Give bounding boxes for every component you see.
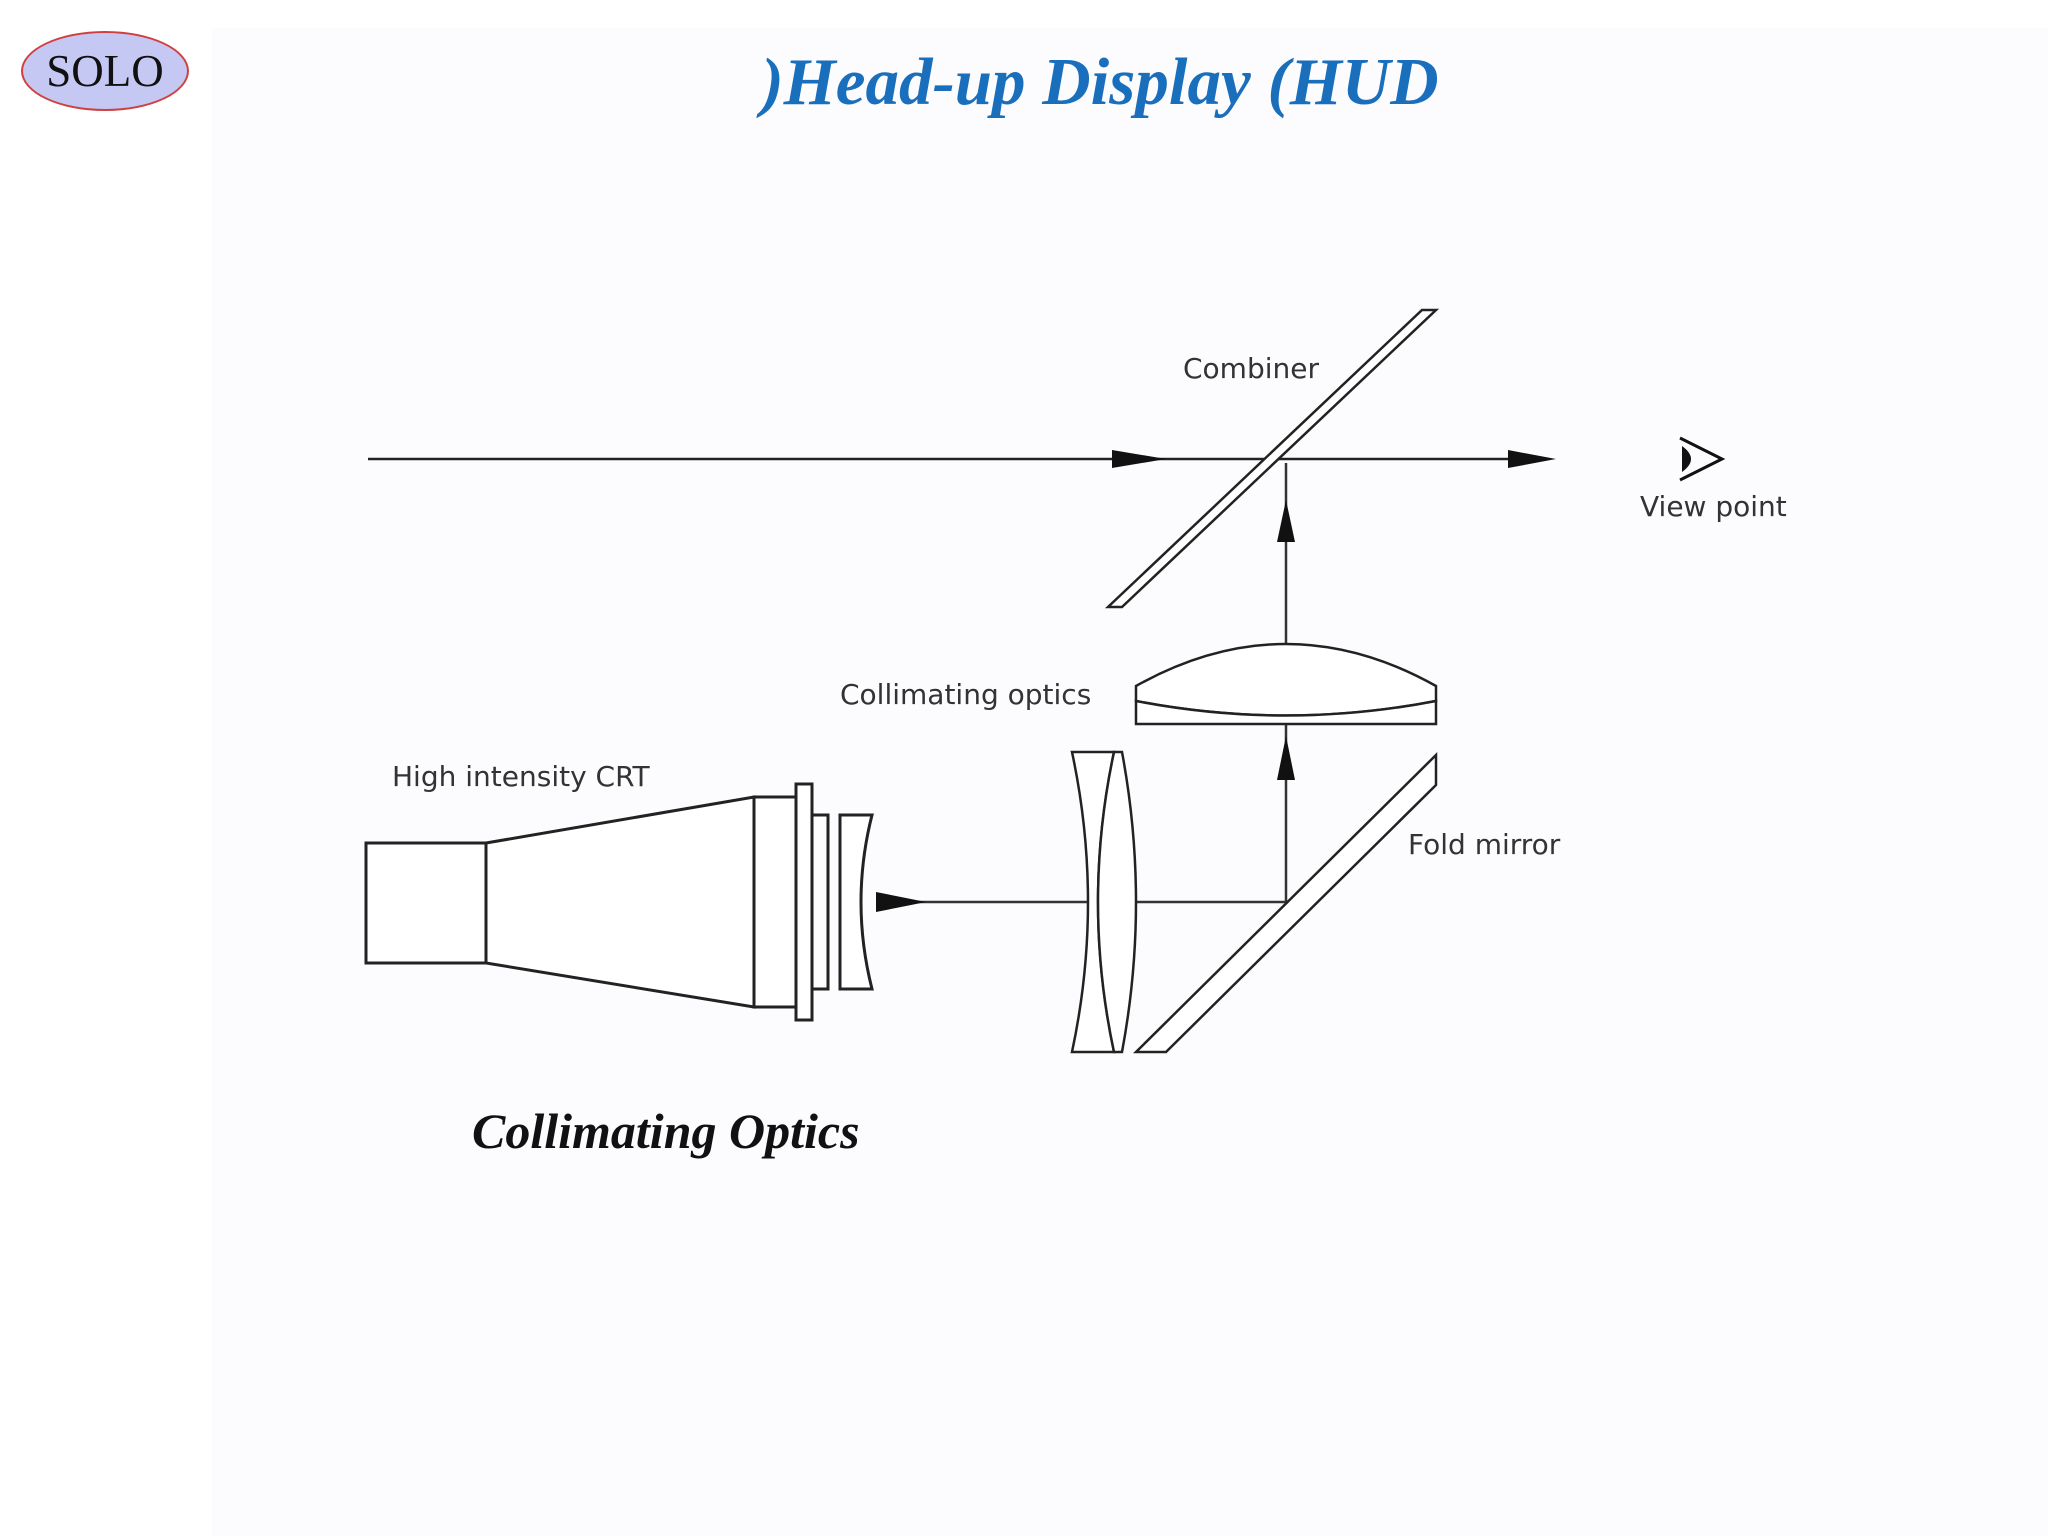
eye-icon [1679, 436, 1726, 482]
crt-funnel [484, 795, 756, 1009]
ray-arrowhead-left [1112, 450, 1166, 468]
label-view-point: View point [1640, 490, 1787, 523]
horizontal-arrowhead [876, 892, 926, 912]
logo-text: SOLO [46, 46, 164, 96]
slide-title: )Head-up Display (HUD [761, 45, 1439, 119]
solo-logo: SOLO [21, 31, 189, 111]
crt-neck [364, 841, 488, 965]
label-fold-mirror: Fold mirror [1408, 828, 1561, 861]
label-high-intensity-crt: High intensity CRT [392, 760, 651, 793]
content-panel [212, 28, 2048, 1536]
label-combiner: Combiner [1183, 352, 1319, 385]
crt-field-lens [838, 813, 874, 991]
label-collimating-optics: Collimating optics [840, 678, 1091, 711]
crt-face-ring [752, 795, 798, 1009]
combiner-plate [1104, 308, 1440, 609]
vertical-arrowhead-upper [1277, 500, 1295, 542]
relay-lens-inner [1096, 750, 1138, 1054]
crt-filter [810, 813, 830, 991]
ray-arrowhead-right [1508, 450, 1556, 468]
crt-faceplate [794, 782, 814, 1022]
fold-mirror [1132, 752, 1438, 1054]
vertical-arrowhead-lower [1277, 736, 1295, 780]
collimating-lens-lower [1134, 699, 1438, 726]
collimating-lens-upper [1134, 642, 1438, 717]
figure-caption: Collimating Optics [472, 1103, 860, 1159]
